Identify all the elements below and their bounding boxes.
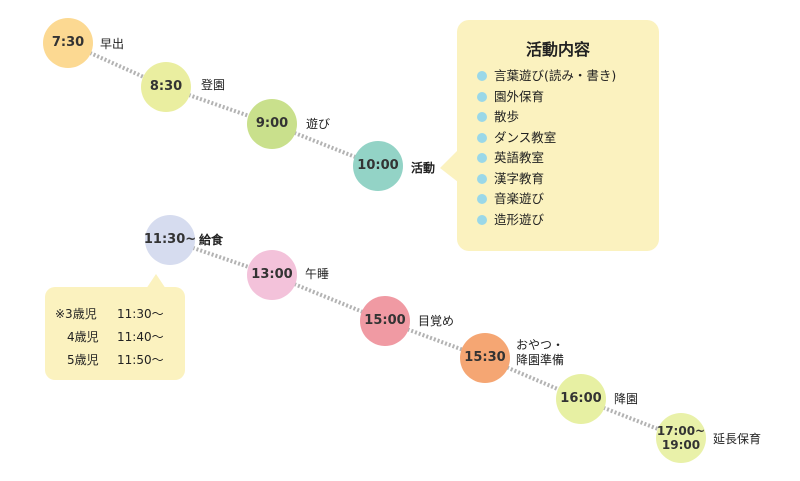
bullet-icon [477,173,487,184]
connector-3 [271,122,379,168]
lunch-time-note: ※3歳児 11:30～ 4歳児 11:40～ 5歳児 11:50～ [45,287,185,380]
schedule-label: 給食 [199,233,224,247]
activity-box-tail [440,150,458,182]
time-circle: 9:00 [247,99,297,149]
note-age: 5歳児 [67,353,99,367]
activity-title: 活動内容 [525,40,590,59]
activity-item: 音楽遊び [477,189,616,210]
bullet-icon [477,214,487,225]
activity-list: 言葉遊び(読み・書き) 園外保育 散歩 ダンス教室 英語教室 漢字教育 音楽遊び… [477,66,616,230]
activity-item: 散歩 [477,107,616,128]
schedule-label: 延長保育 [713,432,762,446]
bullet-icon [477,71,487,82]
bullet-icon [477,91,487,102]
time-circle: 8:30 [141,62,191,112]
time-circle: 17:00~ 19:00 [656,413,706,463]
bullet-icon [477,153,487,164]
bullet-icon [477,112,487,123]
activity-item: 漢字教育 [477,169,616,190]
note-age: ※3歳児 [55,307,97,321]
time-circle: 13:00 [247,250,297,300]
note-time: 11:40～ [117,330,164,344]
time-circle: 7:30 [43,18,93,68]
schedule-label: 活動 [411,161,436,175]
bullet-icon [477,194,487,205]
activity-item: 言葉遊び(読み・書き) [477,66,616,87]
time-circle: 11:30~ [144,215,196,265]
note-time: 11:30～ [117,307,164,321]
schedule-label: 目覚め [418,314,455,328]
schedule-label: 早出 [100,37,125,51]
activity-item: 英語教室 [477,148,616,169]
activity-item: ダンス教室 [477,128,616,149]
time-circle: 15:30 [460,333,510,383]
activity-item: 造形遊び [477,210,616,231]
schedule-label: 午睡 [305,267,330,281]
schedule-label: 遊び [306,117,331,131]
time-circle: 15:00 [360,296,410,346]
activity-box: 活動内容 言葉遊び(読み・書き) 園外保育 散歩 ダンス教室 英語教室 漢字教育… [457,20,659,251]
bullet-icon [477,132,487,143]
time-circle: 10:00 [353,141,403,191]
schedule-label: 降園 [614,392,639,406]
note-age: 4歳児 [67,330,99,344]
schedule-label: 登園 [201,78,226,92]
note-box-tail [146,274,166,289]
note-time: 11:50～ [117,353,164,367]
schedule-label: おやつ・ 降園準備 [516,338,565,367]
time-circle: 16:00 [556,374,606,424]
activity-item: 園外保育 [477,87,616,108]
